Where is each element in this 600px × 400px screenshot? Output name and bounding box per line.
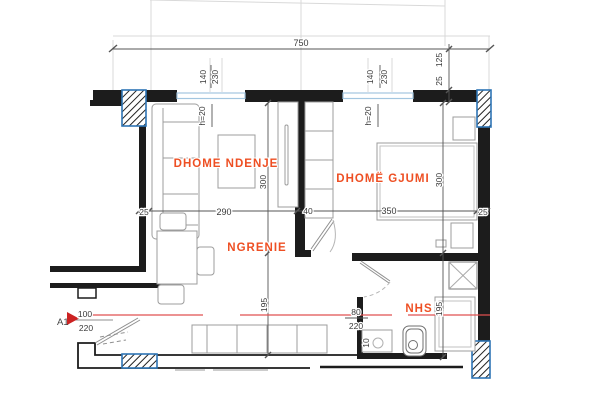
bedroom-door — [310, 218, 336, 253]
nightstand-bottom — [450, 222, 474, 249]
dimension-lines — [75, 44, 495, 361]
wall-bath-left — [357, 297, 363, 355]
wall-right — [478, 127, 490, 341]
dim-overall-width: 750 — [293, 38, 308, 48]
dim-bath-door-height: 220 — [349, 321, 363, 331]
dim-window1-height: 230 — [210, 70, 220, 84]
dim-right-wall: 25 — [478, 207, 488, 217]
dining-chair-top — [159, 212, 187, 231]
dim-left-wall: 25 — [139, 207, 149, 217]
wall-top-middle — [245, 90, 343, 102]
dining-chair-right — [196, 246, 215, 276]
columns — [121, 89, 492, 379]
section-marker-label: A1 — [57, 317, 69, 328]
shelf-cabinet — [304, 101, 334, 219]
entry-door — [94, 317, 141, 346]
doors — [94, 218, 391, 346]
dim-living-depth: 300 — [258, 175, 268, 189]
dim-bedroom-depth: 300 — [434, 173, 444, 187]
dim-parapet-1: h=20 — [197, 106, 207, 125]
wall-top-left-step — [90, 100, 130, 106]
window-2 — [342, 92, 414, 100]
wardrobe — [277, 101, 299, 208]
room-label-dining: NGRENIE — [227, 242, 286, 254]
room-label-living: DHOME NDENJE — [174, 158, 279, 170]
column-bottom-left — [121, 353, 158, 369]
dim-dining-depth: 195 — [259, 298, 269, 312]
dim-entry-door-width: 100 — [78, 309, 92, 319]
column-bottom-right — [471, 340, 491, 379]
dim-bedroom-width: 350 — [381, 206, 396, 216]
dim-window1-width: 140 — [198, 70, 208, 84]
windows — [176, 92, 414, 100]
vent-shaft — [448, 261, 478, 290]
dim-right-wall-top: 25 — [434, 76, 444, 86]
wall-top-right — [413, 90, 477, 102]
wall-bath-bottom — [357, 353, 447, 359]
bathroom-door — [359, 260, 391, 298]
shower-tray — [434, 296, 476, 352]
dim-parapet-2: h=20 — [363, 106, 373, 125]
wall-lower-left-lower — [50, 283, 162, 288]
dim-right-offset: 125 — [434, 53, 444, 67]
walls — [50, 90, 490, 359]
washbasin — [361, 329, 393, 353]
wall-lower-left-upper — [50, 266, 146, 272]
radiator-vent — [435, 239, 447, 248]
dim-partition: 40 — [303, 206, 313, 216]
dim-living-width: 290 — [216, 207, 231, 217]
construction-grid — [112, 0, 490, 92]
dim-bath-door-width: 80 — [351, 307, 361, 317]
room-label-bathroom: NHS — [405, 303, 432, 315]
column-top-right — [476, 89, 492, 128]
wall-partition-center — [295, 102, 305, 250]
room-label-bedroom: DHOMË GJUMI — [336, 172, 429, 185]
dim-niche: 10 — [361, 338, 371, 348]
wall-partition-foot — [295, 250, 311, 257]
wall-bath-top — [352, 253, 478, 261]
bed — [376, 142, 478, 221]
dining-chair-bottom — [157, 284, 185, 305]
wall-pier — [77, 287, 97, 299]
column-top-left — [121, 89, 147, 127]
dining-table — [156, 230, 198, 285]
section-marker-arrow — [67, 312, 79, 325]
nightstand-top — [452, 116, 476, 141]
dim-bath-depth: 195 — [434, 302, 444, 316]
coffee-table — [217, 134, 256, 189]
kitchen-counter — [191, 324, 328, 354]
dim-entry-door-height: 220 — [79, 323, 93, 333]
dim-window2-height: 230 — [379, 70, 389, 84]
toilet — [402, 325, 427, 357]
dining-table-set — [156, 212, 215, 305]
dim-window2-width: 140 — [365, 70, 375, 84]
window-1 — [176, 92, 246, 100]
furniture — [151, 101, 478, 357]
wall-left — [139, 102, 146, 272]
